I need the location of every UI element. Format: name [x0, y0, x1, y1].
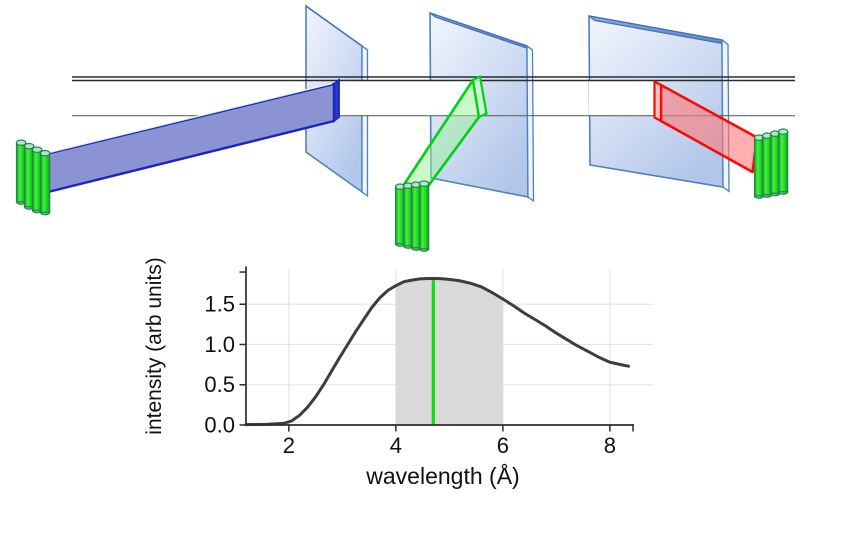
panel-2-side-edge [526, 44, 535, 203]
tube-bank-right [753, 128, 789, 199]
tube-bank-left [15, 139, 51, 216]
tube-cap [777, 128, 789, 136]
tube-cap [31, 146, 43, 154]
intensity-curve [244, 277, 631, 427]
y-axis-label: intensity (arb units) [143, 257, 166, 434]
y-tick-label: 0.5 [204, 372, 235, 397]
y-tick-label: 0.0 [204, 413, 235, 438]
x-axis-label: wavelength (Å) [365, 462, 519, 489]
tube-body [418, 183, 430, 250]
panel-1-side-edge [361, 44, 369, 198]
x-tick-label: 4 [390, 433, 402, 458]
x-tick-label: 8 [604, 433, 616, 458]
tube-bank-center [394, 180, 430, 252]
tube-body [777, 131, 789, 193]
tube-cap [15, 139, 27, 147]
tube-cap [23, 142, 35, 150]
beam-blue-face [44, 82, 336, 194]
detector-tube [39, 149, 51, 216]
x-tick-label: 2 [283, 433, 295, 458]
beam-blue-endcap [333, 78, 340, 123]
beam-red-endface [653, 80, 663, 123]
tube-cap [418, 180, 430, 188]
wavelength-spectrum-chart: 2 4 6 8 0.0 0.5 1.0 1.5 wavelength (Å) intensit… [143, 257, 653, 489]
y-tick-label: 1.5 [204, 292, 235, 317]
detector-tube [777, 128, 789, 195]
beam-blue [44, 78, 340, 194]
beam-blue-highlight [48, 82, 333, 154]
selected-wavelength-band [395, 278, 503, 425]
y-tick-label: 1.0 [204, 332, 235, 357]
x-tick-label: 6 [497, 433, 509, 458]
tube-banks [15, 128, 789, 252]
tube-cap [39, 149, 51, 157]
detector-tube [418, 180, 430, 252]
beam-channel-right [589, 81, 656, 116]
beam-green-endface [471, 75, 488, 119]
beam-red [653, 80, 759, 174]
detector-tube [15, 139, 27, 205]
tube-body [39, 152, 51, 213]
chart-plot-area: 2 4 6 8 0.0 0.5 1.0 1.5 [204, 266, 653, 458]
